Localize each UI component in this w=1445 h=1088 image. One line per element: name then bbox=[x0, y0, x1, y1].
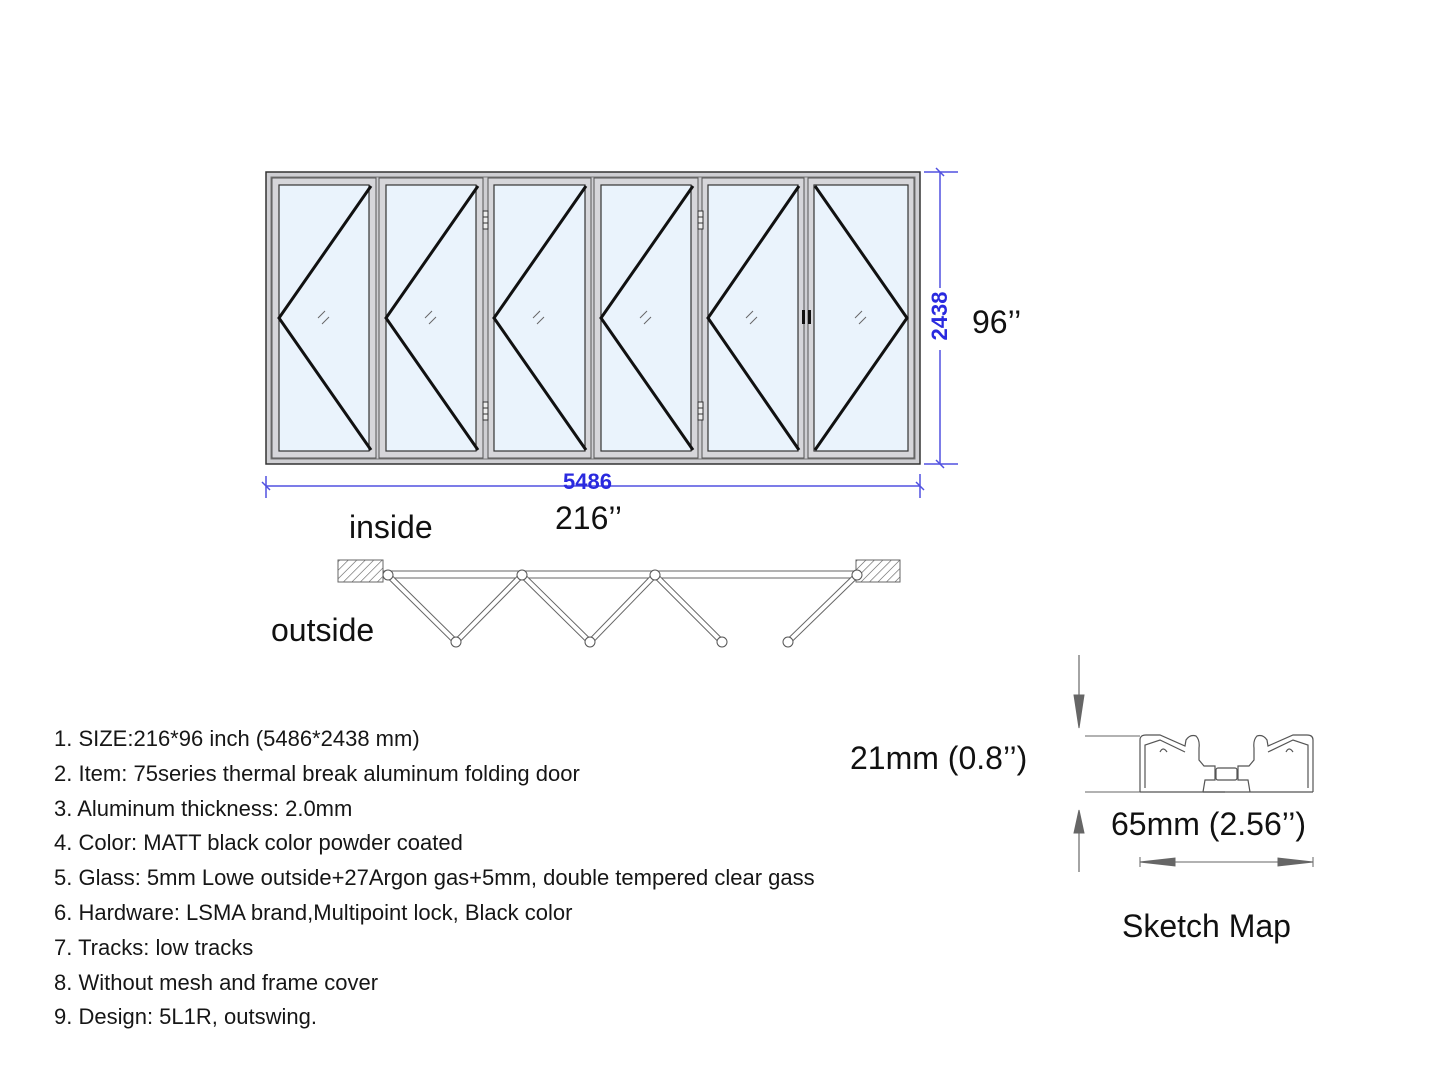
profile-thickness-label: 21mm (0.8’’) bbox=[850, 740, 1028, 776]
spec-item: 6. Hardware: LSMA brand,Multipoint lock,… bbox=[54, 899, 573, 925]
panel-6 bbox=[807, 177, 915, 459]
height-mm-label: 2438 bbox=[927, 291, 952, 341]
spec-item: 5. Glass: 5mm Lowe outside+27Argon gas+5… bbox=[54, 865, 815, 891]
height-inch-label: 96’’ bbox=[972, 304, 1022, 340]
sketch-map-caption: Sketch Map bbox=[1122, 908, 1291, 944]
spec-item: 8. Without mesh and frame cover bbox=[54, 969, 379, 995]
panel-2 bbox=[378, 177, 484, 459]
inside-label: inside bbox=[349, 509, 433, 545]
handle-icon bbox=[802, 310, 811, 324]
width-mm-label: 5486 bbox=[563, 469, 612, 494]
spec-item: 1. SIZE:216*96 inch (5486*2438 mm) bbox=[54, 726, 420, 751]
spec-list: 1. SIZE:216*96 inch (5486*2438 mm) 2. It… bbox=[54, 722, 815, 1035]
profile-width-label: 65mm (2.56’’) bbox=[1111, 806, 1307, 842]
dimension-lines bbox=[261, 167, 958, 498]
panel-1 bbox=[271, 177, 377, 459]
plan-view-drawing bbox=[337, 559, 901, 648]
outside-label: outside bbox=[271, 612, 375, 648]
hinge-icons bbox=[482, 210, 704, 421]
spec-item: 4. Color: MATT black color powder coated bbox=[54, 830, 463, 856]
profile-section-drawing bbox=[1073, 655, 1314, 872]
spec-item: 9. Design: 5L1R, outswing. bbox=[54, 1004, 317, 1030]
spec-item: 7. Tracks: low tracks bbox=[54, 934, 254, 960]
spec-item: 2. Item: 75series thermal break aluminum… bbox=[54, 760, 580, 786]
panel-3 bbox=[487, 177, 592, 459]
panel-4 bbox=[593, 177, 699, 459]
width-inch-label: 216’’ bbox=[555, 500, 623, 536]
panel-5 bbox=[701, 177, 805, 459]
spec-item: 3. Aluminum thickness: 2.0mm bbox=[54, 795, 353, 821]
door-panels bbox=[271, 177, 915, 459]
